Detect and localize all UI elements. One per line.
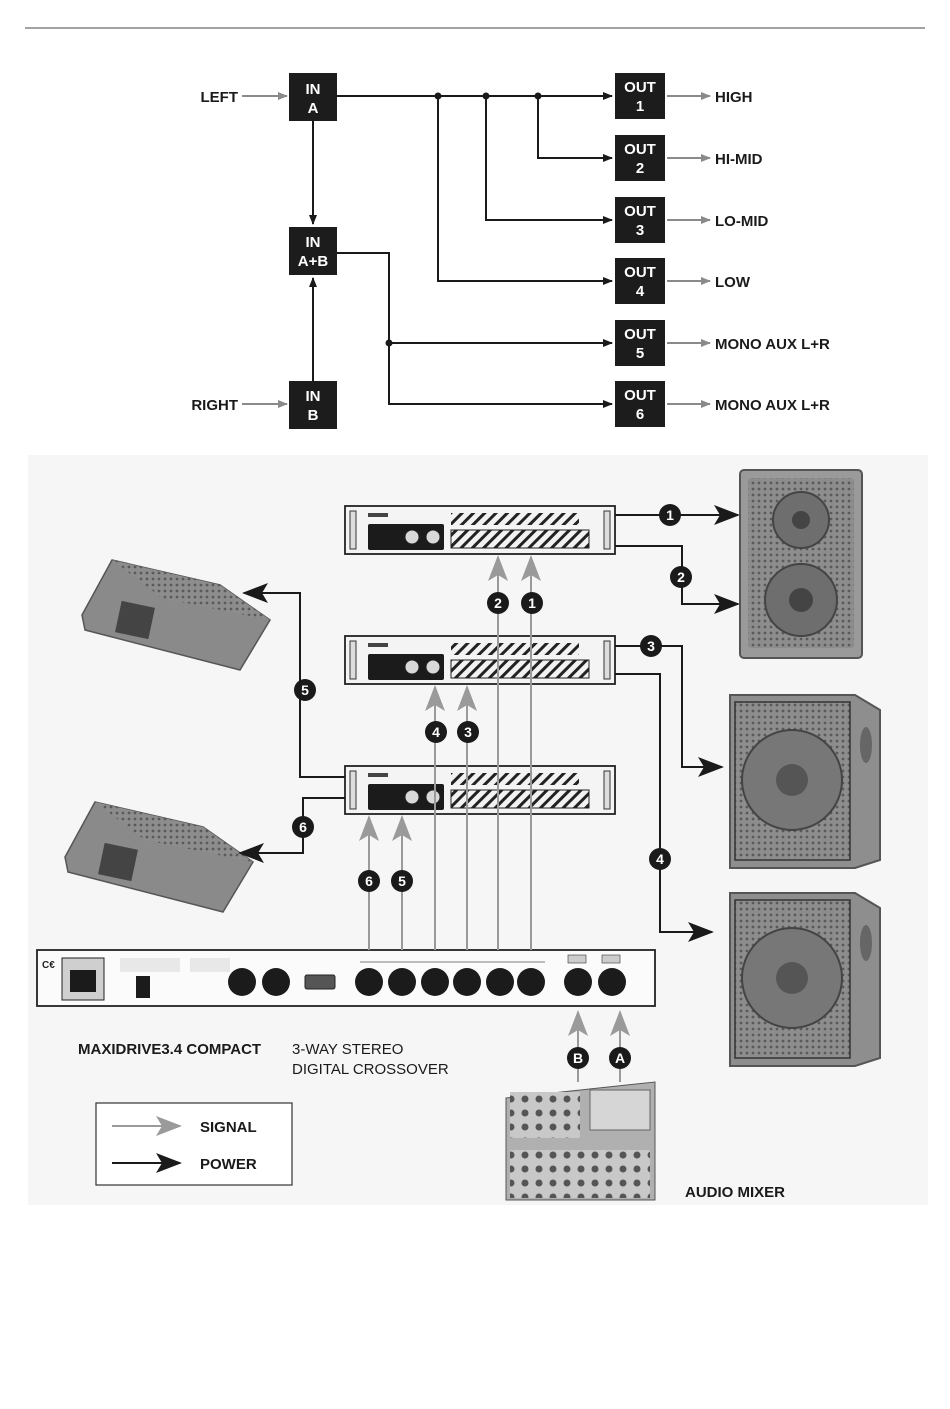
in-a-label-2: A xyxy=(308,100,319,117)
out-4-block: OUT 4 xyxy=(615,258,665,304)
out-5-block: OUT 5 xyxy=(615,320,665,366)
out4-label: LOW xyxy=(715,274,751,291)
subwoofer-upper xyxy=(730,695,880,868)
svg-text:3: 3 xyxy=(647,638,655,654)
svg-text:OUT: OUT xyxy=(624,79,656,96)
out2-label: HI-MID xyxy=(715,151,763,168)
mixer-label: AUDIO MIXER xyxy=(685,1184,785,1201)
out1-label: HIGH xyxy=(715,89,753,106)
svg-text:3: 3 xyxy=(464,724,472,740)
badge-b-signal: B xyxy=(567,1047,589,1069)
svg-text:5: 5 xyxy=(398,873,406,889)
junction-dot xyxy=(386,340,393,347)
amplifier-3 xyxy=(345,766,615,814)
out4-path xyxy=(438,96,612,281)
svg-text:OUT: OUT xyxy=(624,326,656,343)
svg-text:OUT: OUT xyxy=(624,203,656,220)
svg-text:2: 2 xyxy=(677,569,685,585)
in-b-label-1: IN xyxy=(306,388,321,405)
svg-text:5: 5 xyxy=(636,345,644,362)
svg-text:C€: C€ xyxy=(42,960,55,971)
svg-text:2: 2 xyxy=(636,160,644,177)
in-a-label-1: IN xyxy=(306,81,321,98)
junction-dot xyxy=(535,93,542,100)
left-input-label: LEFT xyxy=(201,89,239,106)
svg-text:5: 5 xyxy=(301,682,309,698)
badge-4-power: 4 xyxy=(649,848,671,870)
in-ab-label-2: A+B xyxy=(298,253,329,270)
out6-label: MONO AUX L+R xyxy=(715,397,830,414)
svg-text:6: 6 xyxy=(636,406,644,423)
svg-text:A: A xyxy=(615,1050,625,1066)
out-3-block: OUT 3 xyxy=(615,197,665,243)
legend-box: SIGNAL POWER xyxy=(96,1103,292,1185)
device-name: MAXIDRIVE3.4 COMPACT xyxy=(78,1041,261,1058)
legend-power-label: POWER xyxy=(200,1156,257,1173)
svg-text:B: B xyxy=(573,1050,583,1066)
audio-mixer-image xyxy=(506,1082,655,1200)
in-b-label-2: B xyxy=(308,407,319,424)
badge-5-power: 5 xyxy=(294,679,316,701)
svg-text:2: 2 xyxy=(494,595,502,611)
in-ab-label-1: IN xyxy=(306,234,321,251)
svg-text:OUT: OUT xyxy=(624,387,656,404)
right-input-label: RIGHT xyxy=(191,397,238,414)
badge-a-signal: A xyxy=(609,1047,631,1069)
svg-text:OUT: OUT xyxy=(624,141,656,158)
svg-text:3: 3 xyxy=(636,222,644,239)
junction-dot xyxy=(435,93,442,100)
svg-text:1: 1 xyxy=(636,98,644,115)
full-range-speaker xyxy=(740,470,862,658)
amplifier-2 xyxy=(345,636,615,684)
badge-2-power: 2 xyxy=(670,566,692,588)
legend-signal-label: SIGNAL xyxy=(200,1119,257,1136)
device-desc-line1: 3-WAY STEREO xyxy=(292,1041,403,1058)
out3-label: LO-MID xyxy=(715,213,768,230)
out-1-block: OUT 1 xyxy=(615,73,665,119)
device-desc-line2: DIGITAL CROSSOVER xyxy=(292,1061,449,1078)
svg-text:6: 6 xyxy=(299,819,307,835)
out-6-block: OUT 6 xyxy=(615,381,665,427)
svg-text:4: 4 xyxy=(636,283,645,300)
badge-5-signal: 5 xyxy=(391,870,413,892)
svg-text:1: 1 xyxy=(666,507,674,523)
badge-1-power: 1 xyxy=(659,504,681,526)
badge-6-signal: 6 xyxy=(358,870,380,892)
badge-6-power: 6 xyxy=(292,816,314,838)
out5-path xyxy=(337,253,612,343)
badge-2-signal: 2 xyxy=(487,592,509,614)
out2-path xyxy=(538,96,612,158)
crossover-rear-panel: C€ xyxy=(37,950,655,1006)
svg-text:1: 1 xyxy=(528,595,536,611)
out5-label: MONO AUX L+R xyxy=(715,336,830,353)
badge-3-signal: 3 xyxy=(457,721,479,743)
badge-4-signal: 4 xyxy=(425,721,447,743)
svg-text:OUT: OUT xyxy=(624,264,656,281)
svg-text:6: 6 xyxy=(365,873,373,889)
junction-dot xyxy=(483,93,490,100)
subwoofer-lower xyxy=(730,893,880,1066)
amplifier-1 xyxy=(345,506,615,554)
badge-1-signal: 1 xyxy=(521,592,543,614)
svg-text:4: 4 xyxy=(656,851,664,867)
out6-path xyxy=(389,343,612,404)
svg-text:4: 4 xyxy=(432,724,440,740)
signal-routing-diagram: LEFT RIGHT IN A IN A+B IN B xyxy=(191,73,830,429)
out-2-block: OUT 2 xyxy=(615,135,665,181)
badge-3-power: 3 xyxy=(640,635,662,657)
